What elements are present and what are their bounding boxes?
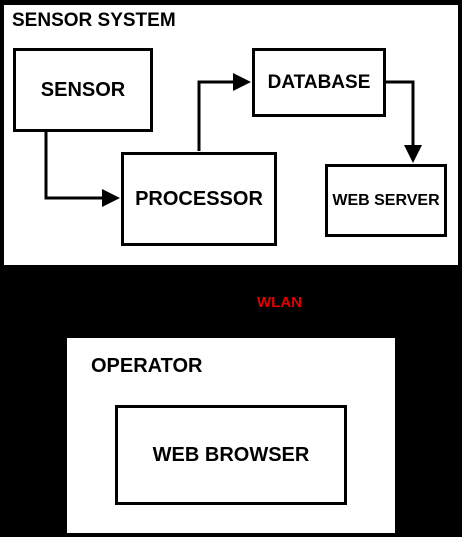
operator-title: OPERATOR [91, 355, 203, 377]
sensor-label: SENSOR [40, 78, 126, 101]
sensor-box: SENSOR [13, 48, 153, 132]
operator-panel: OPERATOR WEB BROWSER [67, 338, 395, 533]
database-to-web-server-arrow [385, 80, 422, 163]
database-label: DATABASE [267, 71, 371, 93]
sensor-system-title: SENSOR SYSTEM [12, 10, 176, 31]
web-browser-label: WEB BROWSER [152, 443, 310, 466]
connector-arrows [44, 73, 422, 207]
sensor-system-panel: SENSOR SYSTEM SENSOR PROCESSOR DATABASE … [3, 4, 459, 266]
processor-label: PROCESSOR [135, 187, 263, 210]
processor-to-database-arrow [197, 73, 251, 151]
database-box: DATABASE [252, 48, 386, 117]
web-browser-box: WEB BROWSER [115, 405, 347, 505]
web-server-box: WEB SERVER [325, 164, 447, 237]
sensor-to-processor-arrow [44, 131, 120, 207]
web-server-label: WEB SERVER [332, 191, 440, 209]
wlan-label: WLAN [257, 294, 302, 311]
processor-box: PROCESSOR [121, 152, 277, 246]
